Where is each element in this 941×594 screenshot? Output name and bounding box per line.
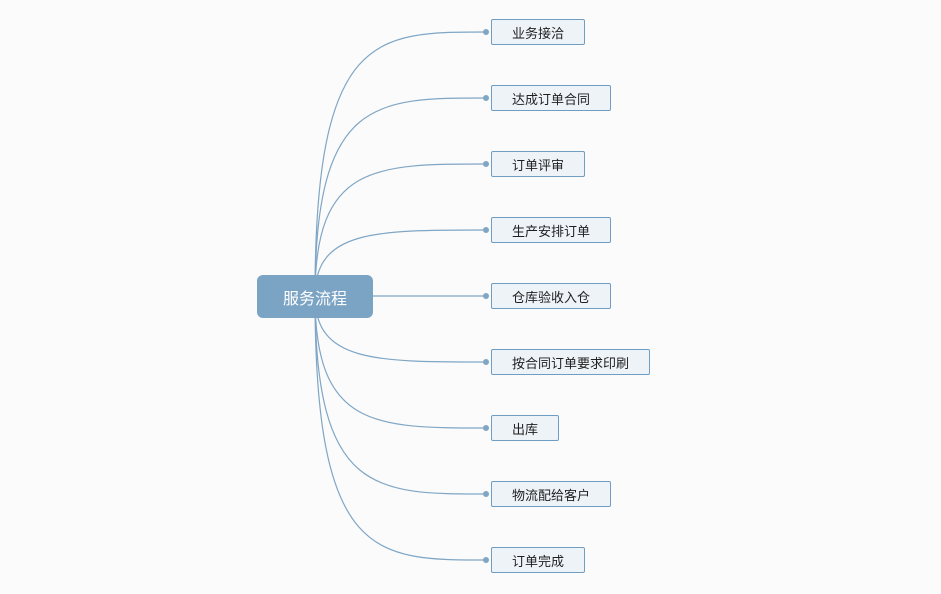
connector-endpoint-dot xyxy=(483,359,489,365)
child-node-outbound[interactable]: 出库 xyxy=(491,415,560,441)
child-node-label: 按合同订单要求印刷 xyxy=(512,356,630,372)
connector-line xyxy=(314,295,487,429)
root-node-label: 服务流程 xyxy=(282,288,347,308)
child-node-label: 生产安排订单 xyxy=(512,224,591,240)
child-node-business-contact[interactable]: 业务接洽 xyxy=(491,19,586,45)
child-node-production-schedule[interactable]: 生产安排订单 xyxy=(491,217,612,243)
connector-endpoint-dot xyxy=(483,557,489,563)
connector-line xyxy=(314,295,487,495)
connector-endpoint-dot xyxy=(483,491,489,497)
child-node-order-review[interactable]: 订单评审 xyxy=(491,151,586,177)
child-node-label: 出库 xyxy=(512,422,539,438)
connector-line xyxy=(314,31,487,297)
connector-endpoint-dot xyxy=(483,425,489,431)
child-node-label: 订单评审 xyxy=(512,158,565,174)
connector-line xyxy=(314,229,487,297)
connector-endpoint-dot xyxy=(483,227,489,233)
child-node-logistics-delivery[interactable]: 物流配给客户 xyxy=(491,481,612,507)
child-node-label: 订单完成 xyxy=(512,554,565,570)
child-node-printing[interactable]: 按合同订单要求印刷 xyxy=(491,349,651,375)
connector-line xyxy=(314,295,487,561)
connector-endpoint-dot xyxy=(483,29,489,35)
connector-endpoint-dot xyxy=(483,95,489,101)
connector-endpoint-dot xyxy=(483,293,489,299)
connector-line xyxy=(314,163,487,297)
child-node-order-complete[interactable]: 订单完成 xyxy=(491,547,586,573)
child-node-label: 达成订单合同 xyxy=(512,92,591,108)
child-node-label: 仓库验收入仓 xyxy=(512,290,591,306)
root-node-service-process[interactable]: 服务流程 xyxy=(257,275,373,318)
child-node-label: 物流配给客户 xyxy=(512,488,591,504)
child-node-warehouse-receiving[interactable]: 仓库验收入仓 xyxy=(491,283,612,309)
connector-endpoint-dot xyxy=(483,161,489,167)
child-node-label: 业务接洽 xyxy=(512,26,565,42)
connector-line xyxy=(314,97,487,297)
child-node-order-contract[interactable]: 达成订单合同 xyxy=(491,85,612,111)
